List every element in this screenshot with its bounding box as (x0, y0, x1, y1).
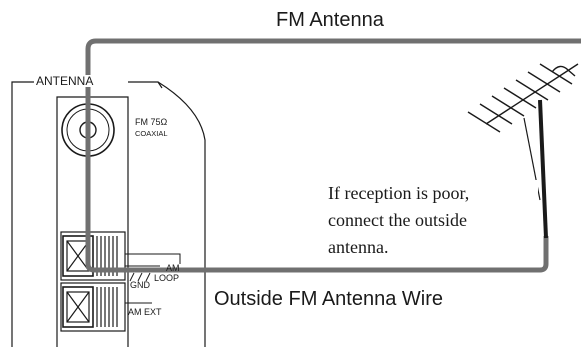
terminal-label-leaders (125, 253, 181, 304)
outside-wire-label: Outside FM Antenna Wire (214, 288, 443, 310)
am-terminal-block (60, 231, 126, 332)
connector-plate (56, 96, 129, 347)
loop-label: LOOP (154, 273, 180, 283)
gnd-label: GND (130, 280, 150, 290)
fm-75-ohm-label: FM 75Ω (135, 117, 168, 127)
am-ext-label: AM EXT (128, 307, 162, 317)
note-line: If reception is poor, (328, 183, 470, 203)
note-line: antenna. (328, 237, 389, 257)
antenna-panel-label: ANTENNA (34, 74, 96, 88)
am-label: AM (166, 263, 180, 273)
reception-note: If reception is poor, connect the outsid… (328, 180, 538, 261)
note-line: connect the outside (328, 210, 467, 230)
coaxial-label: COAXIAL (135, 129, 168, 138)
rear-panel-outline (11, 81, 206, 347)
fm-antenna-wire (85, 38, 581, 273)
fm-antenna-label: FM Antenna (276, 9, 384, 31)
